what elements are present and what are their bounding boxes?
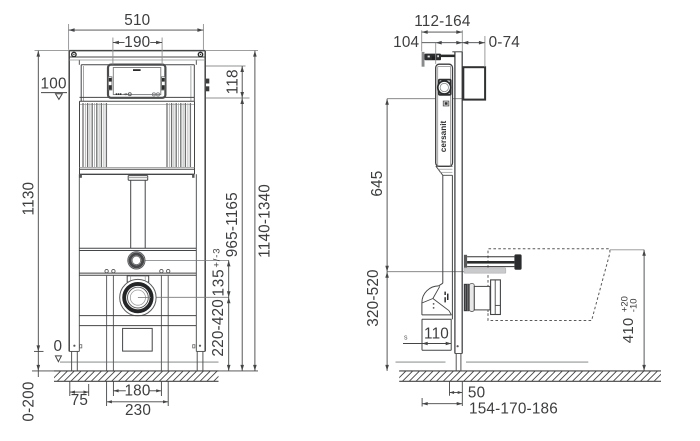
svg-text:cersanit: cersanit <box>439 121 448 153</box>
svg-text:965-1165: 965-1165 <box>224 192 241 257</box>
svg-text:220-420: 220-420 <box>210 299 227 357</box>
svg-text:1130: 1130 <box>21 182 38 216</box>
svg-text:110: 110 <box>424 326 449 343</box>
svg-text:-10: -10 <box>628 298 639 312</box>
svg-text:112-164: 112-164 <box>414 13 471 30</box>
svg-text:100: 100 <box>41 75 67 92</box>
svg-text:1140-1340: 1140-1340 <box>256 184 273 258</box>
svg-text:0-200: 0-200 <box>21 381 38 421</box>
svg-text:190: 190 <box>124 34 150 51</box>
svg-text:645: 645 <box>369 171 386 197</box>
svg-text:320-520: 320-520 <box>365 269 382 327</box>
svg-text:104: 104 <box>393 34 419 51</box>
svg-text:0: 0 <box>53 338 62 355</box>
svg-text:50: 50 <box>468 384 485 401</box>
svg-text:0-74: 0-74 <box>489 34 521 51</box>
svg-text:75: 75 <box>71 392 88 409</box>
svg-text:180: 180 <box>124 382 150 399</box>
svg-text:230: 230 <box>125 402 151 419</box>
svg-text:510: 510 <box>124 12 150 29</box>
svg-text:s: s <box>404 335 408 342</box>
svg-text:+20: +20 <box>619 296 630 312</box>
svg-text:410: 410 <box>620 318 637 344</box>
svg-text:154-170-186: 154-170-186 <box>469 400 558 417</box>
svg-text:118: 118 <box>225 69 242 94</box>
